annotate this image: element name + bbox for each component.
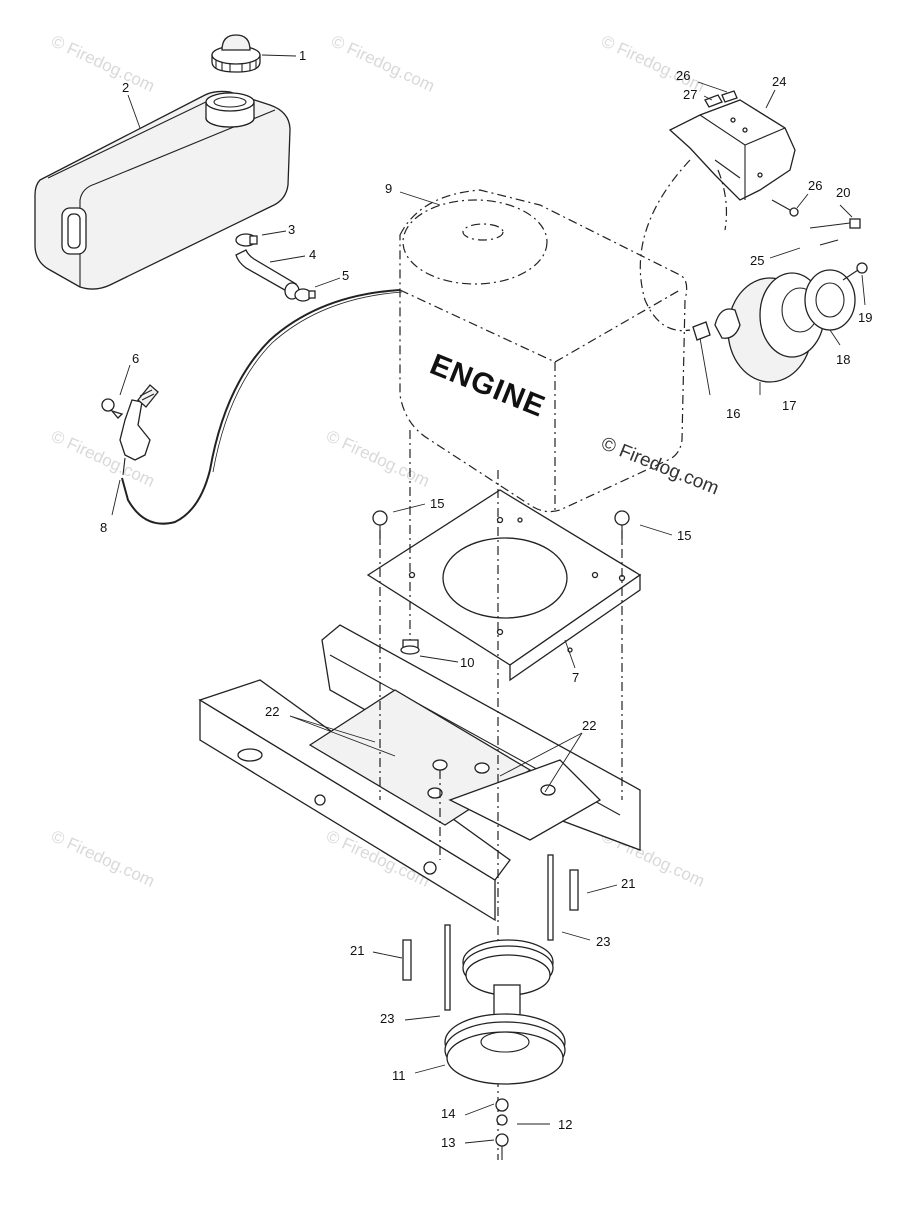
leader-lines xyxy=(111,54,866,1144)
mounting-hardware xyxy=(372,510,630,981)
fuel-cap xyxy=(211,34,261,73)
callout-2: 2 xyxy=(122,80,129,95)
callout-21-left: 21 xyxy=(350,943,364,958)
muffler xyxy=(639,159,868,383)
callout-7: 7 xyxy=(572,670,579,685)
callout-6: 6 xyxy=(132,351,139,366)
callout-20: 20 xyxy=(836,185,850,200)
throttle-control xyxy=(101,289,403,525)
callout-21-right: 21 xyxy=(621,876,635,891)
engine-label: ENGINE xyxy=(425,348,550,424)
callout-27: 27 xyxy=(683,87,697,102)
callout-23-right: 23 xyxy=(596,934,610,949)
callout-19: 19 xyxy=(858,310,872,325)
callout-25: 25 xyxy=(750,253,764,268)
copyright-mark: © Firedog.com xyxy=(598,433,722,499)
callout-15-right: 15 xyxy=(677,528,691,543)
callout-22-left: 22 xyxy=(265,704,279,719)
callout-4: 4 xyxy=(309,247,316,262)
callout-9: 9 xyxy=(385,181,392,196)
callout-14: 14 xyxy=(441,1106,455,1121)
drive-pulleys xyxy=(444,854,566,1160)
callout-13: 13 xyxy=(441,1135,455,1150)
watermark: © Firedog.com xyxy=(48,826,157,890)
fuel-tank xyxy=(34,90,291,290)
callout-18: 18 xyxy=(836,352,850,367)
callout-10: 10 xyxy=(460,655,474,670)
callout-12: 12 xyxy=(558,1117,572,1132)
callout-24: 24 xyxy=(772,74,786,89)
callout-23-left: 23 xyxy=(380,1011,394,1026)
callout-3: 3 xyxy=(288,222,295,237)
fuel-line-assembly xyxy=(235,233,316,302)
frame-rails xyxy=(198,624,641,922)
callout-8: 8 xyxy=(100,520,107,535)
engine-mount-plate xyxy=(366,489,642,682)
heat-shield xyxy=(668,90,799,217)
callout-17: 17 xyxy=(782,398,796,413)
callout-5: 5 xyxy=(342,268,349,283)
watermark: © Firedog.com xyxy=(323,426,432,490)
callout-16: 16 xyxy=(726,406,740,421)
callout-labels: 1 2 3 4 5 6 8 9 15 15 10 7 22 22 21 21 2… xyxy=(100,48,872,1150)
callout-26-bottom: 26 xyxy=(808,178,822,193)
callout-15-left: 15 xyxy=(430,496,444,511)
watermark: © Firedog.com xyxy=(48,31,157,95)
watermark: © Firedog.com xyxy=(328,31,437,95)
callout-1: 1 xyxy=(299,48,306,63)
callout-11: 11 xyxy=(392,1068,406,1083)
callout-22-right: 22 xyxy=(582,718,596,733)
callout-26-top: 26 xyxy=(676,68,690,83)
